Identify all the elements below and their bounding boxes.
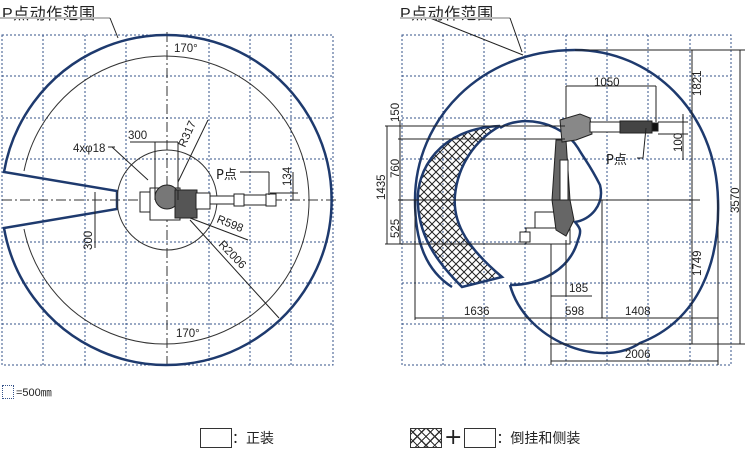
hatched-box-icon bbox=[410, 428, 442, 448]
legend-floor-mount: ：正装 bbox=[200, 428, 274, 448]
dim-134: 134 bbox=[282, 166, 294, 186]
dim-3570: 3570 bbox=[730, 187, 742, 213]
left-p-point-label: P点 bbox=[216, 168, 237, 183]
dim-1821: 1821 bbox=[692, 70, 704, 96]
grid-scale-text: =500㎜ bbox=[16, 387, 52, 399]
dim-100: 100 bbox=[673, 133, 685, 152]
dim-1408: 1408 bbox=[625, 306, 651, 318]
dim-300-left: 300 bbox=[83, 231, 95, 250]
legend-ceiling-wall-mount: + ：倒挂和侧装 bbox=[410, 425, 581, 450]
holes-label: 4xφ18 bbox=[73, 143, 105, 155]
plain-box-icon bbox=[200, 428, 232, 448]
dim-1636: 1636 bbox=[464, 306, 490, 318]
plus-sign: + bbox=[444, 425, 463, 450]
hatched-range bbox=[416, 124, 505, 289]
dim-1749: 1749 bbox=[692, 250, 704, 276]
dim-1050: 1050 bbox=[594, 77, 620, 89]
left-robot-topview bbox=[139, 184, 277, 221]
plain-box-icon bbox=[464, 428, 497, 448]
legend-ceiling-wall-label: ：倒挂和侧装 bbox=[496, 431, 581, 447]
grid-scale-note: =500㎜ bbox=[2, 384, 52, 400]
dim-598: 598 bbox=[565, 306, 584, 318]
left-angle-top: 170° bbox=[174, 43, 198, 55]
right-robot-sideview bbox=[519, 113, 659, 245]
grid-cell-icon bbox=[2, 385, 14, 399]
legend-floor-label: ：正装 bbox=[232, 431, 274, 447]
dim-150: 150 bbox=[390, 103, 402, 122]
dim-2006: 2006 bbox=[625, 349, 651, 361]
right-p-point-label: P点 bbox=[606, 153, 627, 168]
dim-760: 760 bbox=[390, 159, 402, 178]
left-angle-bottom: 170° bbox=[176, 328, 200, 340]
dim-185: 185 bbox=[569, 283, 588, 295]
r598-label: R598 bbox=[215, 214, 245, 235]
dim-525: 525 bbox=[390, 219, 402, 238]
dim-1435: 1435 bbox=[376, 174, 388, 200]
dim-300-top: 300 bbox=[128, 130, 147, 142]
left-range-outline bbox=[2, 33, 333, 367]
